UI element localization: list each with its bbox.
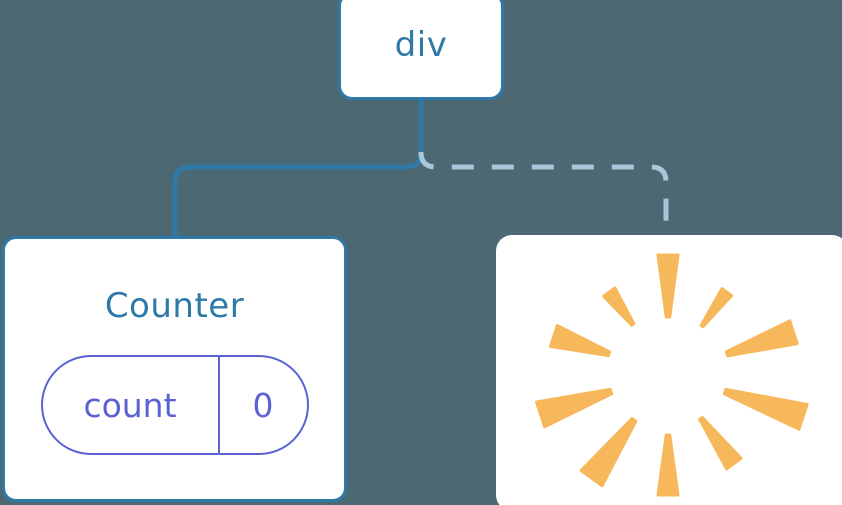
node-div-label: div (394, 25, 448, 65)
sparkle-burst-icon (535, 253, 809, 497)
node-counter-label: Counter (104, 286, 245, 326)
prop-pill-count[interactable]: count 0 (40, 355, 309, 455)
edge-root-to-burst (418, 151, 669, 236)
prop-value: 0 (217, 357, 307, 453)
burst-ray-7 (579, 417, 638, 488)
burst-ray-3 (724, 319, 799, 358)
burst-ray-2 (699, 287, 734, 329)
burst-ray-4 (722, 387, 809, 431)
burst-ray-6 (656, 433, 680, 497)
burst-ray-10 (602, 286, 636, 327)
node-burst[interactable] (496, 235, 842, 505)
prop-key: count (83, 385, 177, 425)
burst-ray-8 (535, 387, 614, 429)
burst-ray-1 (656, 253, 680, 319)
burst-ray-5 (698, 415, 743, 471)
node-div[interactable]: div (338, 0, 504, 100)
node-counter[interactable]: Counter count 0 (2, 236, 347, 502)
edge-root-to-counter (172, 97, 424, 239)
burst-ray-9 (549, 324, 612, 358)
